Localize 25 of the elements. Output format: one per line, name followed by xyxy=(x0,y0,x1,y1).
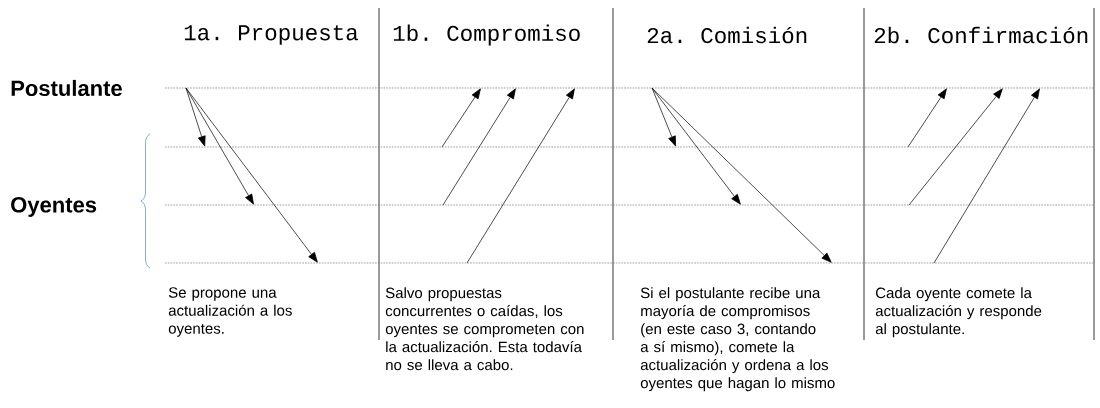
lifeline xyxy=(164,204,1095,206)
description: Cada oyente comete la actualización y responde al postulante. xyxy=(875,287,1042,338)
lifeline xyxy=(164,87,1095,89)
arrow xyxy=(651,87,676,147)
description: Se propone una actualización a los oyentes. xyxy=(168,287,292,337)
arrow xyxy=(185,87,318,263)
description: Si el postulante recibe una mayoría de compromisos (en este caso 3, contando a sí mismo), comete la actualización y ordena a los oyentes que hagan lo mismo xyxy=(640,287,835,392)
group-label: Oyentes xyxy=(11,197,97,217)
column-heading: 1b. Compromiso xyxy=(393,24,580,46)
description: Salvo propuestas concurrentes o caídas, los oyentes se comprometen con la actualización. Esta todavía no se lleva a cabo. xyxy=(385,287,584,371)
column-heading: 1a. Propuesta xyxy=(184,25,358,45)
arrow xyxy=(466,88,575,264)
arrow xyxy=(651,87,832,263)
arrow xyxy=(907,88,947,148)
column-heading: 2b. Confirmación xyxy=(874,26,1088,44)
column-heading: 2a. Comisión xyxy=(647,26,807,44)
arrow xyxy=(442,88,516,206)
lifeline xyxy=(164,146,1095,148)
lifeline-label: Postulante xyxy=(11,79,122,97)
lifeline xyxy=(164,262,1095,264)
arrow xyxy=(441,88,481,148)
arrow xyxy=(933,88,1040,264)
arrow xyxy=(908,88,1003,206)
arrow xyxy=(651,87,741,205)
arrow xyxy=(185,87,206,147)
